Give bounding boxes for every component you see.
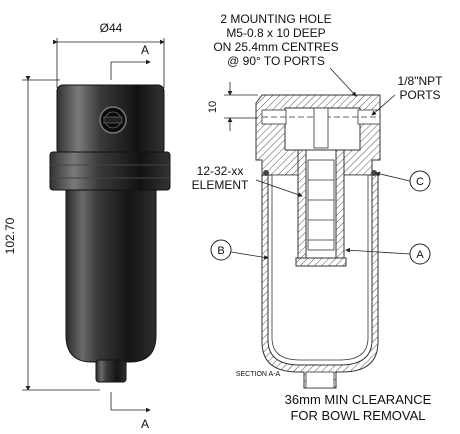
balloon-b [210,239,232,261]
filter-bowl [65,189,157,363]
ports-callout-line2: PORTS [399,88,440,102]
clearance-line1: 36mm MIN CLEARANCE [285,392,432,407]
height-dimension: 102.70 [3,217,17,254]
bowl-ring [49,151,171,191]
external-view: Ø44 102.70 A A [3,21,171,431]
balloon-a-label: A [416,249,424,261]
drain-nipple [95,359,127,383]
section-marker-top: A [141,43,149,57]
mounting-callout-line2: M5-0.8 x 10 DEEP [226,26,325,40]
mounting-callout-line1: 2 MOUNTING HOLE [220,12,331,26]
balloon-c-label: C [416,176,424,188]
mounting-callout-line4: @ 90° TO PORTS [227,54,325,68]
section-marker-bottom: A [141,417,149,431]
section-view: 10 [207,82,381,389]
element-callout-line2: ELEMENT [192,178,249,192]
section-title: SECTION A-A [236,371,281,378]
element-callout-line1: 12-32-xx [197,164,244,178]
callouts: 2 MOUNTING HOLE M5-0.8 x 10 DEEP ON 25.4… [192,12,443,423]
ports-callout-line1: 1/8"NPT [398,74,444,88]
clearance-line2: FOR BOWL REMOVAL [290,408,425,423]
mounting-callout-line3: ON 25.4mm CENTRES [213,40,338,54]
balloon-b-label: B [217,245,224,257]
depth-dimension: 10 [207,101,219,113]
diameter-dimension: Ø44 [100,21,123,35]
